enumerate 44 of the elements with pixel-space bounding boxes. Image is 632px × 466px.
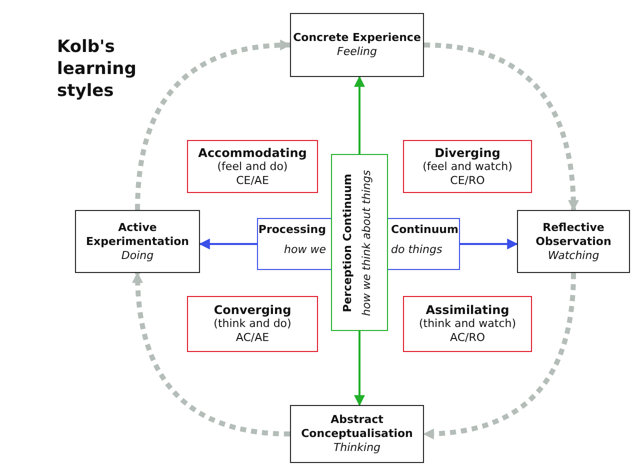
continuum-description: do things <box>391 243 442 257</box>
style-abbreviation: AC/AE <box>236 331 270 345</box>
stage-mode: Thinking <box>333 441 381 455</box>
continuum-description: how we think about things <box>360 170 374 316</box>
style-abbreviation: AC/RO <box>450 331 486 345</box>
continuum-name: Processing <box>258 223 326 237</box>
style-description: (feel and do) <box>217 160 288 174</box>
stage-mode: Feeling <box>337 45 377 59</box>
learning-style-box <box>403 140 532 193</box>
style-name: Diverging <box>434 146 500 160</box>
continuum-name: Continuum <box>391 223 458 237</box>
style-name: Assimilating <box>426 303 510 317</box>
dashed-cycle-arrow <box>135 40 292 210</box>
learning-style-box <box>187 296 318 352</box>
dashed-cycle-arrow <box>422 272 576 440</box>
stage-name: Reflective Observation <box>534 220 612 248</box>
style-description: (think and do) <box>214 317 292 331</box>
stage-name: Active Experimentation <box>85 220 190 248</box>
stage-box <box>75 210 200 273</box>
learning-style-box <box>187 140 318 193</box>
arrow <box>460 238 518 250</box>
stage-box <box>290 13 424 77</box>
dashed-cycle-arrow <box>424 42 579 212</box>
continuum-box <box>331 154 388 331</box>
style-description: (think and watch) <box>418 317 516 331</box>
continuum-description: how we <box>284 243 326 257</box>
stage-box <box>517 210 630 273</box>
dashed-cycle-arrow <box>132 272 290 436</box>
stage-name: Concrete Experience <box>293 31 421 45</box>
arrow <box>198 238 257 250</box>
style-abbreviation: CE/RO <box>450 174 485 188</box>
stage-name: Abstract Conceptualisation <box>300 413 414 441</box>
stage-mode: Doing <box>121 248 154 262</box>
arrow <box>354 331 365 406</box>
style-name: Accommodating <box>198 146 307 160</box>
arrow <box>354 76 365 154</box>
stage-box <box>290 405 424 463</box>
learning-style-box <box>403 296 532 352</box>
continuum-name: Perception Continuum <box>341 173 355 312</box>
style-name: Converging <box>214 303 292 317</box>
stage-mode: Watching <box>548 248 600 262</box>
style-description: (feel and watch) <box>422 160 512 174</box>
diagram-title: Kolb's learning styles <box>57 36 138 102</box>
style-abbreviation: CE/AE <box>236 174 269 188</box>
